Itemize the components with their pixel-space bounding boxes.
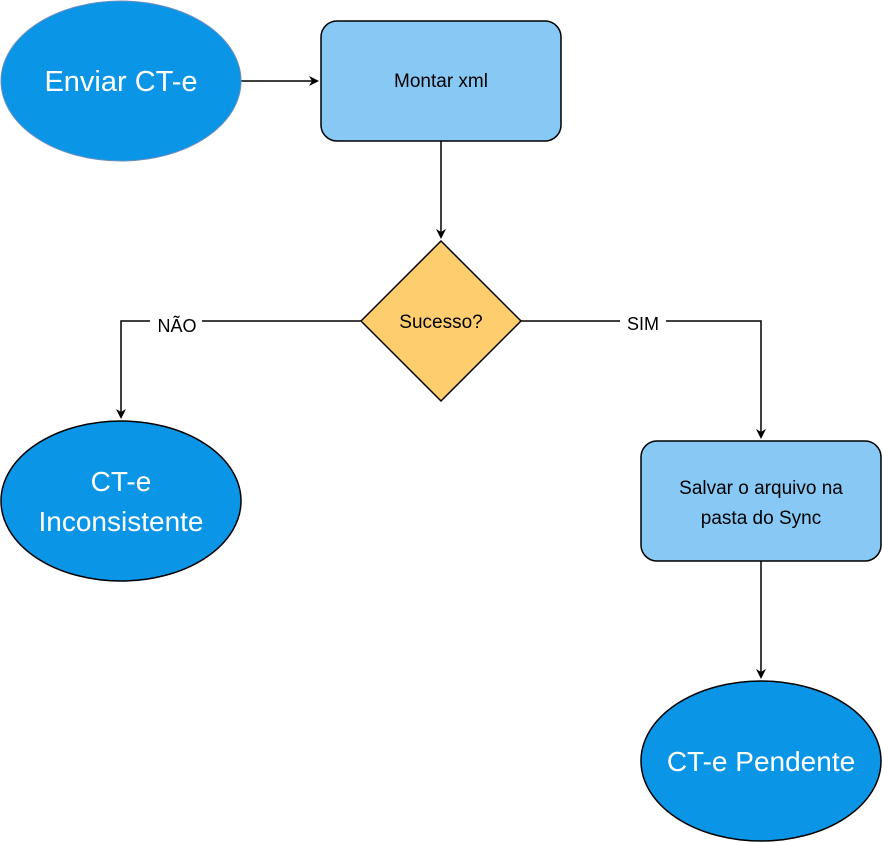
inconsistent-node-label-line2: Inconsistente bbox=[39, 506, 204, 537]
edges bbox=[116, 76, 766, 679]
save-file-node: Salvar o arquivo na pasta do Sync bbox=[640, 440, 882, 562]
edge-label-yes-text: SIM bbox=[627, 314, 659, 334]
edge-no-to-inconsistent bbox=[116, 320, 361, 419]
save-file-node-label-line1: Salvar o arquivo na bbox=[679, 478, 843, 499]
edge-yes-to-save-file bbox=[521, 320, 766, 439]
start-node: Enviar CT-e bbox=[0, 0, 242, 162]
pending-node: CT-e Pendente bbox=[640, 680, 882, 842]
edge-label-no: NÃO bbox=[150, 314, 202, 336]
edge-label-yes: SIM bbox=[620, 312, 666, 334]
inconsistent-node-label-line1: CT-e bbox=[91, 466, 152, 497]
inconsistent-node: CT-e Inconsistente bbox=[0, 420, 242, 582]
save-file-node-label-line2: pasta do Sync bbox=[701, 508, 821, 529]
success-check-node-label: Sucesso? bbox=[399, 312, 482, 333]
build-xml-node-label: Montar xml bbox=[394, 71, 488, 92]
build-xml-node: Montar xml bbox=[320, 20, 562, 142]
edge-label-no-text: NÃO bbox=[157, 315, 196, 336]
start-node-label: Enviar CT-e bbox=[44, 66, 197, 98]
success-check-node: Sucesso? bbox=[359, 239, 523, 403]
pending-node-label: CT-e Pendente bbox=[667, 746, 855, 777]
